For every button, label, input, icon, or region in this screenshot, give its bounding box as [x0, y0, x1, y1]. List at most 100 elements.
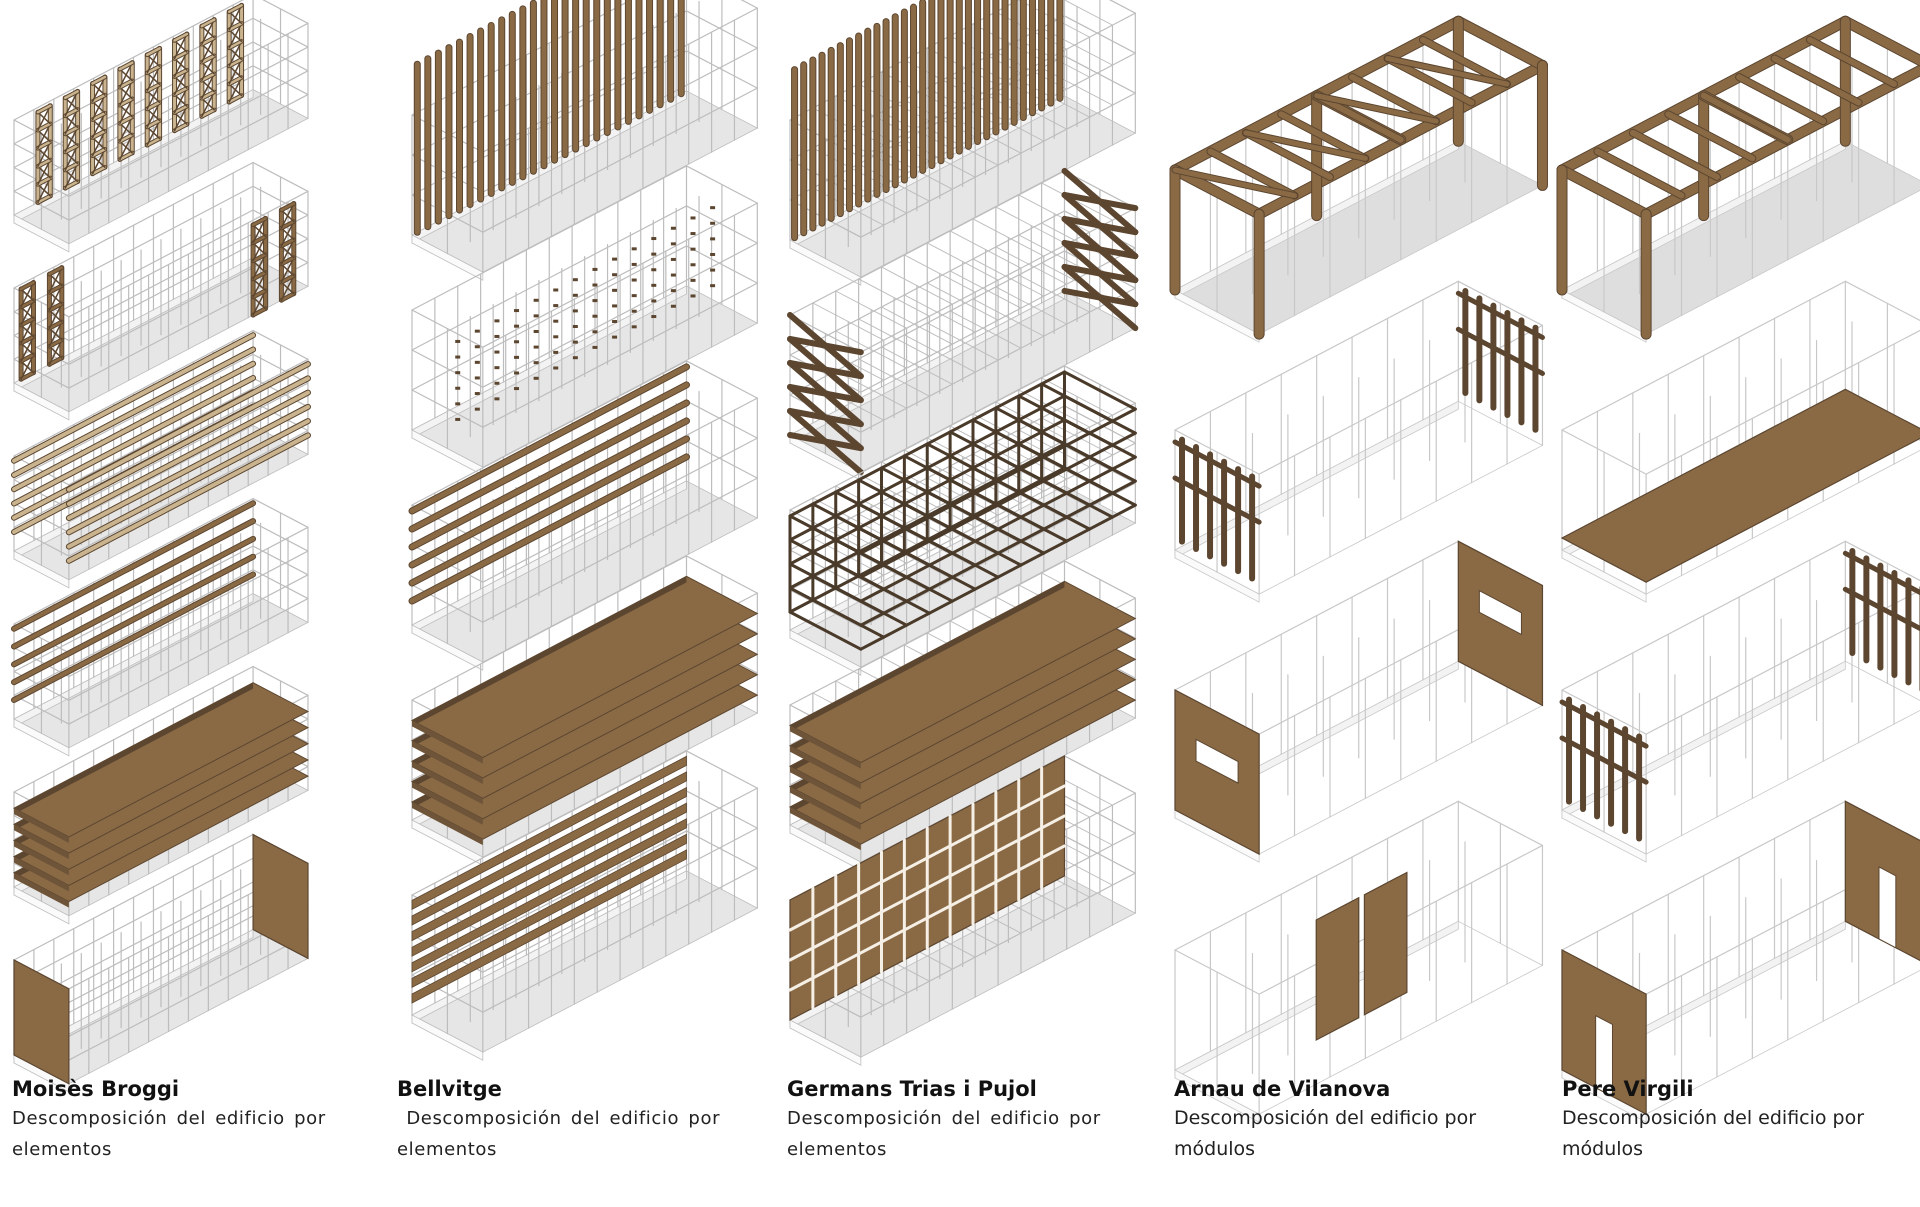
joint-block — [690, 294, 696, 298]
frame-crossbeam — [835, 290, 908, 329]
lattice-rail — [1173, 476, 1261, 524]
tower-brace — [146, 90, 161, 104]
frame-beam — [411, 309, 484, 348]
grid-crossbeam — [857, 478, 931, 519]
joint-block — [494, 350, 500, 354]
lattice-rail — [1560, 700, 1648, 748]
module-layer-grid — [788, 365, 1137, 676]
joint-block — [690, 232, 696, 236]
frame-beam — [68, 597, 309, 725]
joint-block — [631, 262, 637, 266]
frame-beam — [252, 17, 309, 48]
frame-beam — [13, 161, 254, 289]
tower-rail — [48, 302, 64, 312]
tower-rail — [91, 166, 107, 176]
slab-edge — [13, 886, 70, 925]
tower-rail — [48, 356, 64, 366]
frame-beam — [13, 0, 244, 121]
floor-panel — [1560, 388, 1920, 583]
tower-brace — [48, 309, 63, 323]
joint-block — [710, 237, 716, 241]
frame-crossbeam — [1064, 210, 1136, 249]
truss-member — [1557, 165, 1651, 219]
module-layer-light-beams — [11, 329, 311, 589]
module-layer-facade-strips — [411, 750, 759, 1061]
frame-beam — [13, 353, 254, 481]
frame-beam — [411, 349, 484, 388]
frame-crossbeam — [881, 541, 953, 580]
joint-block — [670, 289, 676, 293]
frame-beam — [1645, 329, 1920, 475]
frame-crossbeam — [903, 334, 976, 373]
frame-beam — [685, 830, 758, 869]
joint-block — [670, 257, 676, 261]
tower-rail — [36, 122, 52, 132]
wood-long-beam — [12, 347, 256, 477]
joint-block — [494, 366, 500, 370]
joint-block — [553, 335, 559, 339]
caption-title: Pere Virgili — [1562, 1077, 1694, 1101]
truss-member — [1453, 16, 1547, 70]
wood-long-beam — [409, 418, 689, 568]
tower-rail — [48, 320, 64, 330]
joint-block — [612, 304, 618, 308]
wood-long-beam — [66, 433, 310, 563]
tower-rail — [251, 271, 267, 281]
joint-block — [553, 288, 559, 292]
frame-crossbeam — [1064, 250, 1136, 289]
frame-beam — [252, 161, 309, 192]
joint-block — [631, 325, 637, 329]
joint-block — [474, 376, 480, 380]
joint-block — [533, 298, 539, 302]
frame-beam — [68, 382, 309, 510]
caption-pere-virgili: Pere Virgili Descomposición del edificio… — [1562, 1075, 1912, 1165]
frame-crossbeam — [1063, 0, 1113, 26]
joint-block — [670, 304, 676, 308]
tower-rail — [200, 18, 216, 28]
tower-brace — [37, 165, 52, 179]
tower-brace — [280, 245, 295, 259]
window-opening — [1478, 589, 1522, 636]
tower-rail — [145, 101, 161, 111]
lattice-rail — [1560, 736, 1648, 784]
slab-edge — [411, 624, 484, 671]
wood-long-beam — [12, 333, 256, 463]
frame-beam — [411, 830, 688, 976]
tower-rail — [36, 158, 52, 168]
joint-block — [572, 278, 578, 282]
frame-crossbeam — [926, 242, 999, 281]
tower-brace — [280, 281, 295, 295]
joint-block — [514, 340, 520, 344]
wood-long-beam — [66, 362, 310, 492]
frame-crossbeam — [903, 449, 976, 488]
slab-edge — [13, 550, 70, 589]
caption-germans-trias-i-pujol: Germans Trias i Pujol Descomposición del… — [787, 1075, 1127, 1165]
frame-crossbeam — [995, 481, 1068, 520]
frame-crossbeam — [1018, 234, 1091, 273]
frame-beam — [252, 521, 309, 552]
frame-crossbeam — [789, 314, 862, 353]
tower-brace — [201, 97, 215, 111]
tower-rail — [63, 162, 79, 172]
tower-brace — [173, 39, 188, 53]
frame-beam — [482, 202, 758, 348]
tower-brace — [228, 47, 243, 61]
caption-description: elementos — [12, 1139, 113, 1160]
caption-bellvitge: Bellvitge Descomposición del edificio po… — [397, 1075, 737, 1165]
module-layer-joints — [411, 165, 759, 476]
frame-crossbeam — [995, 286, 1068, 325]
joint-block — [533, 345, 539, 349]
tower-brace — [280, 227, 295, 241]
frame-crossbeam — [972, 258, 1045, 297]
brace — [1062, 168, 1138, 235]
frame-beam — [1174, 949, 1260, 995]
tower-rail — [145, 65, 161, 75]
tower-rail — [91, 147, 107, 157]
frame-beam — [1844, 280, 1920, 322]
brace — [1062, 264, 1138, 331]
joint-block — [533, 376, 539, 380]
tower-rail — [145, 119, 161, 129]
joint-block — [514, 324, 520, 328]
frame-beam — [482, 242, 758, 388]
joint-block — [612, 257, 618, 261]
